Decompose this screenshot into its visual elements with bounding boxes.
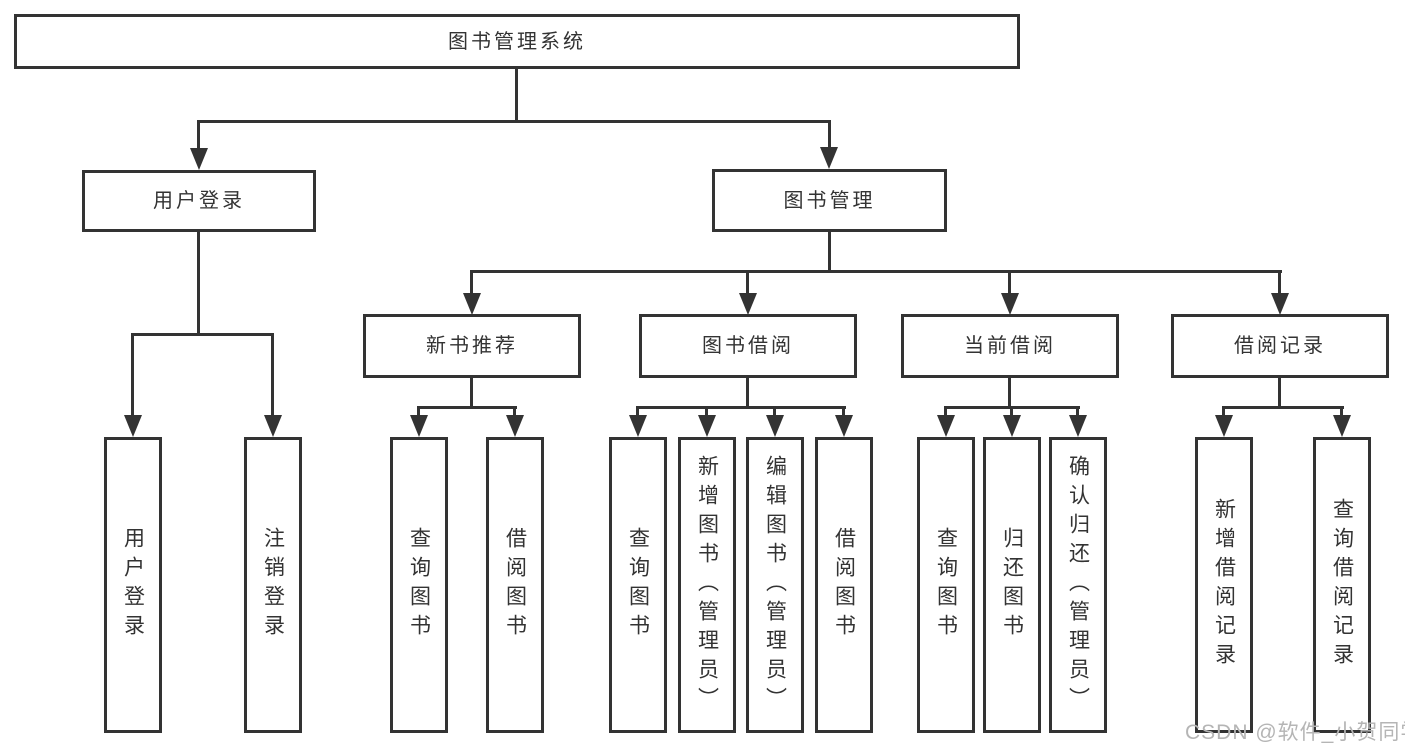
connector-book-bus xyxy=(470,270,1282,273)
arrowhead-to-query-books-borrow xyxy=(629,415,647,437)
node-book-borrow: 图书借阅 xyxy=(639,314,857,378)
connector-root-bus xyxy=(197,120,831,123)
arrowhead-to-current-borrow xyxy=(1001,293,1019,315)
connector-user-bus xyxy=(131,333,274,336)
connector-book-child3-shaft xyxy=(1008,270,1011,296)
arrowhead-to-query-books-current xyxy=(937,415,955,437)
leaf-query-borrow-record: 查询借阅记录 xyxy=(1313,437,1371,733)
leaf-confirm-return-admin: 确认归还（管理员） xyxy=(1049,437,1107,733)
connector-newbook-leaf2-shaft xyxy=(513,406,516,420)
connector-current-stem xyxy=(1008,377,1011,408)
connector-records-bus xyxy=(1222,406,1344,409)
arrowhead-to-new-book-recommend xyxy=(463,293,481,315)
arrowhead-to-borrow-records xyxy=(1271,293,1289,315)
connector-book-child2-shaft xyxy=(746,270,749,296)
node-root: 图书管理系统 xyxy=(14,14,1020,69)
leaf-query-books-borrow: 查询图书 xyxy=(609,437,667,733)
connector-user-leaf2-shaft xyxy=(271,333,274,418)
leaf-edit-book-admin: 编辑图书（管理员） xyxy=(746,437,804,733)
leaf-add-borrow-record: 新增借阅记录 xyxy=(1195,437,1253,733)
connector-root-to-user-shaft xyxy=(197,120,200,152)
connector-current-leaf3-shaft xyxy=(1076,406,1079,420)
connector-user-stem xyxy=(197,231,200,335)
leaf-borrow-books-borrow: 借阅图书 xyxy=(815,437,873,733)
connector-current-leaf1-shaft xyxy=(944,406,947,420)
connector-current-leaf2-shaft xyxy=(1010,406,1013,420)
connector-book-child4-shaft xyxy=(1278,270,1281,296)
connector-borrow-leaf1-shaft xyxy=(636,406,639,420)
leaf-add-book-admin: 新增图书（管理员） xyxy=(678,437,736,733)
arrowhead-to-user-login xyxy=(190,148,208,170)
connector-user-leaf1-shaft xyxy=(131,333,134,418)
arrowhead-to-confirm-return-admin xyxy=(1069,415,1087,437)
arrowhead-to-add-book-admin xyxy=(698,415,716,437)
connector-newbook-bus xyxy=(417,406,517,409)
arrowhead-to-return-book xyxy=(1003,415,1021,437)
connector-book-child1-shaft xyxy=(470,270,473,296)
leaf-query-books-current: 查询图书 xyxy=(917,437,975,733)
arrowhead-to-book-management xyxy=(820,147,838,169)
arrowhead-to-add-borrow-record xyxy=(1215,415,1233,437)
connector-records-leaf1-shaft xyxy=(1222,406,1225,420)
connector-root-to-book-shaft xyxy=(828,120,831,152)
arrowhead-to-book-borrow xyxy=(739,293,757,315)
connector-borrow-leaf4-shaft xyxy=(842,406,845,420)
arrowhead-to-query-borrow-record xyxy=(1333,415,1351,437)
leaf-return-book: 归还图书 xyxy=(983,437,1041,733)
connector-records-leaf2-shaft xyxy=(1340,406,1343,420)
csdn-watermark: CSDN @软件_小贺同学 xyxy=(1185,721,1405,744)
leaf-user-login: 用户登录 xyxy=(104,437,162,733)
connector-records-stem xyxy=(1278,377,1281,408)
arrowhead-to-edit-book-admin xyxy=(766,415,784,437)
node-new-book-recommend: 新书推荐 xyxy=(363,314,581,378)
connector-borrow-leaf2-shaft xyxy=(705,406,708,420)
arrowhead-to-borrow-books-borrow xyxy=(835,415,853,437)
arrowhead-to-leaf-user-login xyxy=(124,415,142,437)
connector-root-stem xyxy=(515,68,518,123)
node-user-login: 用户登录 xyxy=(82,170,316,232)
connector-newbook-stem xyxy=(470,377,473,408)
arrowhead-to-borrow-books-newbook xyxy=(506,415,524,437)
node-borrow-records: 借阅记录 xyxy=(1171,314,1389,378)
arrowhead-to-query-books-newbook xyxy=(410,415,428,437)
connector-newbook-leaf1-shaft xyxy=(417,406,420,420)
leaf-query-books-newbook: 查询图书 xyxy=(390,437,448,733)
connector-borrow-stem xyxy=(746,377,749,408)
connector-book-stem xyxy=(828,231,831,272)
node-current-borrow: 当前借阅 xyxy=(901,314,1119,378)
arrowhead-to-leaf-logout xyxy=(264,415,282,437)
connector-borrow-bus xyxy=(636,406,846,409)
leaf-logout: 注销登录 xyxy=(244,437,302,733)
node-book-management: 图书管理 xyxy=(712,169,947,232)
leaf-borrow-books-newbook: 借阅图书 xyxy=(486,437,544,733)
connector-borrow-leaf3-shaft xyxy=(773,406,776,420)
